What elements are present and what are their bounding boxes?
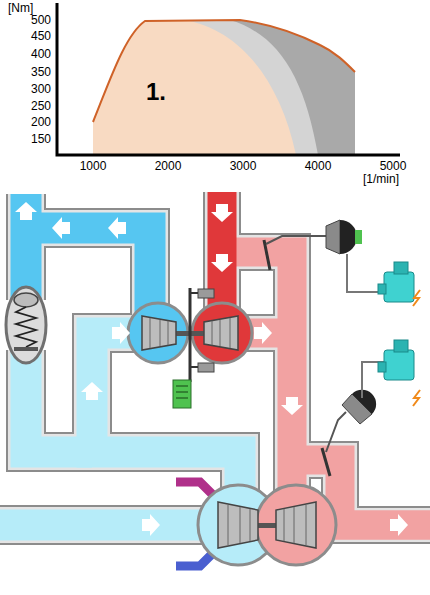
tick-label: 400: [31, 47, 51, 61]
tick-label: 3000: [230, 159, 257, 173]
tick-label: 4000: [305, 159, 332, 173]
axis-unit: [Nm]: [8, 1, 33, 15]
axis-unit: [1/min]: [363, 172, 399, 186]
tick-label: 250: [31, 99, 51, 113]
tick-label: 5000: [380, 159, 407, 173]
lp-turbocharger: [218, 502, 316, 548]
torque-chart: [57, 3, 400, 155]
bypass-valve: [6, 287, 46, 363]
turbo-housings: [128, 303, 336, 565]
tick-label: 1000: [80, 159, 107, 173]
tick-label: 2000: [155, 159, 182, 173]
callout-number: 1.: [146, 78, 166, 106]
tick-label: 350: [31, 65, 51, 79]
tick-label: 300: [31, 82, 51, 96]
tick-label: 500: [31, 13, 51, 27]
wastegate-actuation: [264, 220, 420, 476]
flow-arrows: [15, 202, 408, 536]
pipe-network: [0, 192, 430, 525]
hp-turbocharger: [142, 288, 238, 408]
tick-label: 450: [31, 29, 51, 43]
tick-label: 200: [31, 115, 51, 129]
inlet-stub: [176, 482, 214, 496]
tick-label: 150: [31, 132, 51, 146]
outlet-stub: [176, 552, 214, 566]
